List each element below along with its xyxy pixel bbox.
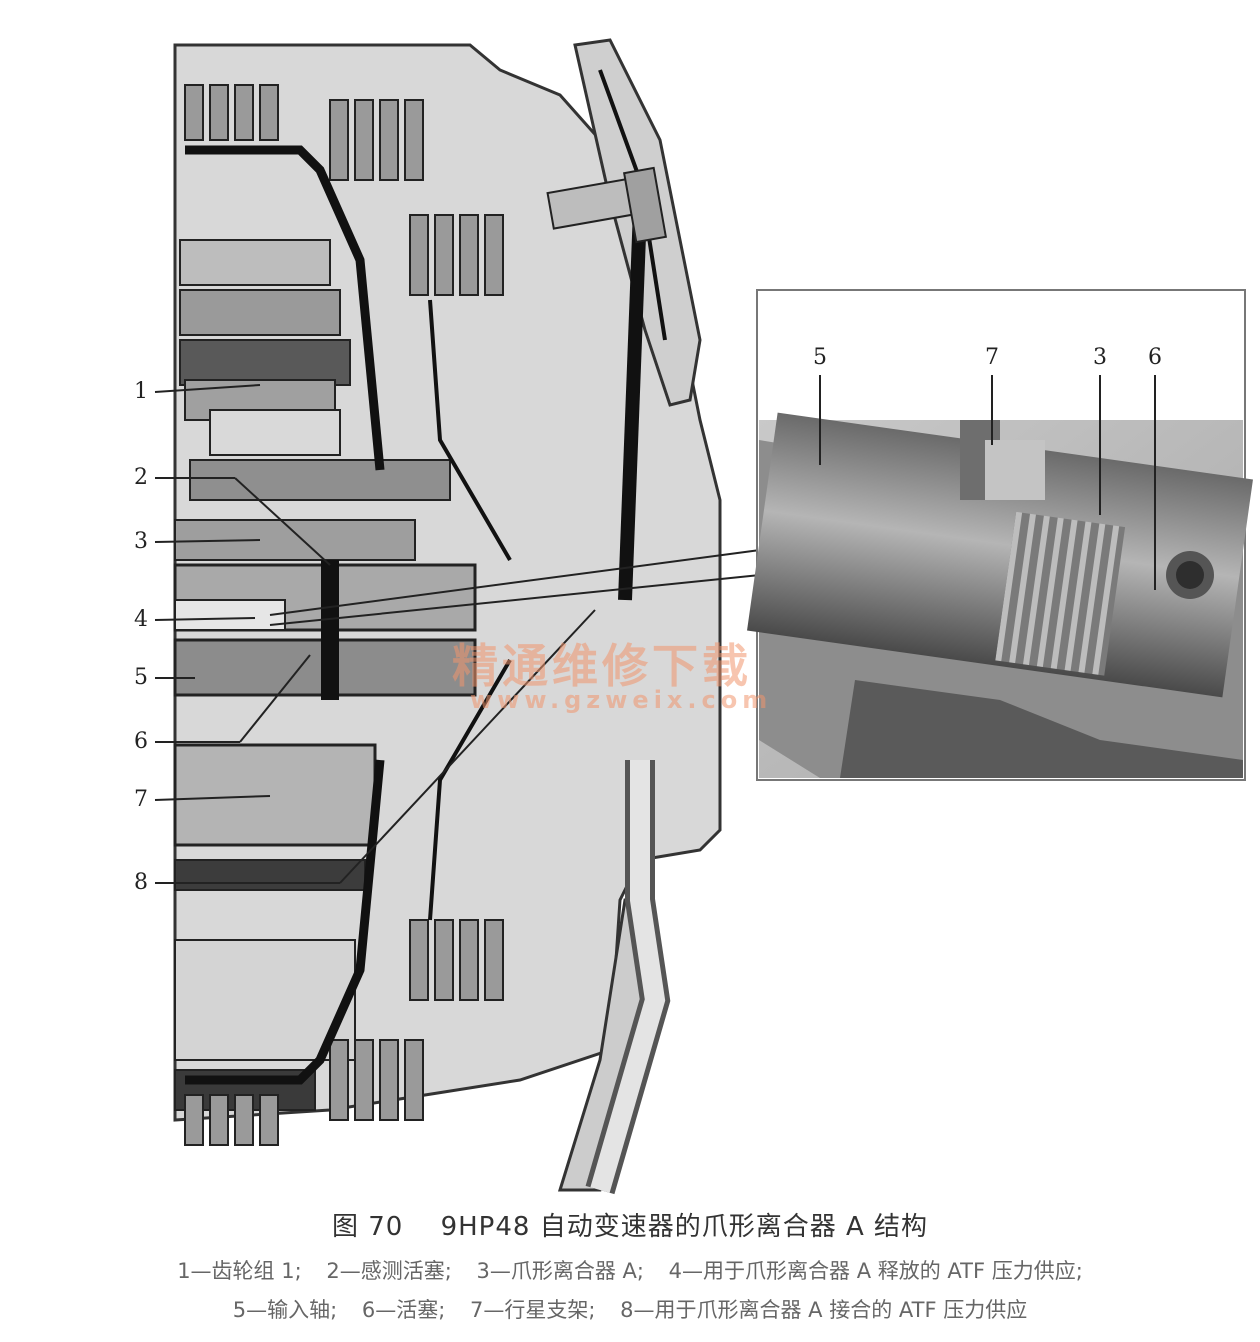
legend-item-1: 1—齿轮组 1;	[177, 1259, 302, 1283]
detail-inset	[747, 289, 1253, 781]
leader-lines	[154, 384, 761, 884]
watermark-url: www.gzweix.com	[470, 686, 773, 714]
figure-title: 9HP48 自动变速器的爪形离合器 A 结构	[440, 1212, 929, 1242]
callout-1: 1	[134, 379, 148, 404]
inset-callout-6: 6	[1148, 345, 1162, 370]
legend-item-4: 4—用于爪形离合器 A 释放的 ATF 压力供应;	[668, 1259, 1083, 1283]
atf-supply-pipe	[585, 760, 671, 1195]
callout-7: 7	[134, 787, 148, 812]
inset-callout-7: 7	[985, 345, 999, 370]
callout-2: 2	[134, 465, 148, 490]
legend-item-6: 6—活塞;	[361, 1298, 446, 1322]
clutch-drums	[185, 69, 667, 1085]
housing-bolt	[546, 166, 668, 244]
callout-6: 6	[134, 729, 148, 754]
inset-callout-3: 3	[1093, 345, 1107, 370]
callout-8: 8	[134, 870, 148, 895]
legend-item-2: 2—感测活塞;	[326, 1259, 452, 1283]
callout-4: 4	[134, 607, 148, 632]
callout-3: 3	[134, 529, 148, 554]
watermark-text: 精通维修下载	[452, 639, 752, 693]
input-shaft-assembly	[173, 239, 477, 1111]
legend-item-8: 8—用于爪形离合器 A 接合的 ATF 压力供应	[620, 1298, 1028, 1322]
inset-callout-5: 5	[813, 345, 827, 370]
clutch-packs	[184, 84, 504, 1146]
legend-line-2: 5—输入轴; 6—活塞; 7—行星支架; 8—用于爪形离合器 A 接合的 ATF…	[0, 1294, 1260, 1324]
legend-line-1: 1—齿轮组 1; 2—感测活塞; 3—爪形离合器 A; 4—用于爪形离合器 A …	[0, 1255, 1260, 1285]
transmission-cross-section-diagram	[154, 38, 1253, 1195]
legend-item-5: 5—输入轴;	[232, 1298, 338, 1322]
legend-item-7: 7—行星支架;	[470, 1298, 596, 1322]
figure-caption: 图 70 9HP48 自动变速器的爪形离合器 A 结构	[0, 1206, 1260, 1243]
legend-item-3: 3—爪形离合器 A;	[476, 1259, 644, 1283]
figure-number: 图 70	[331, 1212, 404, 1242]
callout-5: 5	[134, 665, 148, 690]
